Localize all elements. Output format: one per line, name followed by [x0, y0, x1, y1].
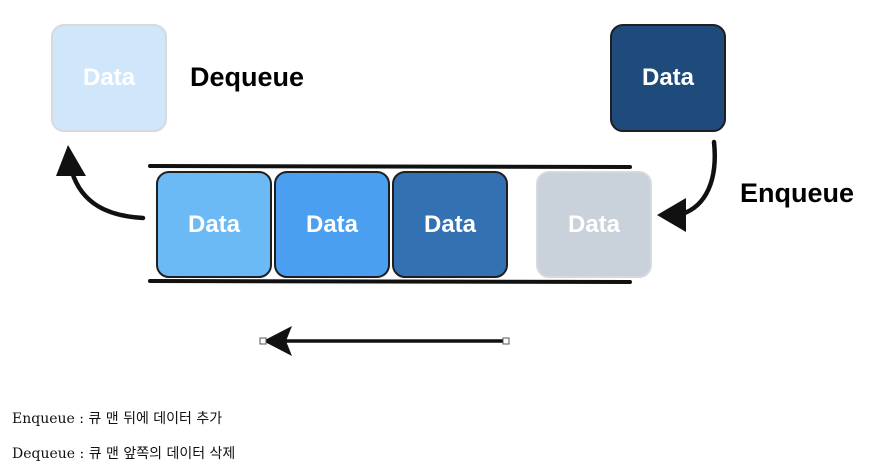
incoming-data-box: Data	[610, 24, 726, 132]
enqueue-title: Enqueue	[740, 178, 855, 208]
enqueue-arrow	[679, 139, 717, 217]
queue-bottom-rail	[148, 279, 632, 284]
queue-item-2: Data	[274, 171, 390, 278]
direction-arrowhead	[263, 326, 292, 356]
queue-item-4-incoming: Data	[536, 171, 652, 278]
incoming-data-label: Data	[641, 64, 695, 91]
dequeue-arrow	[69, 169, 146, 221]
dequeue-arrowhead	[56, 145, 86, 176]
queue-top-rail	[148, 164, 632, 169]
dequeued-data-label: Data	[82, 64, 136, 91]
queue-item-label: Data	[305, 210, 359, 238]
caption-enqueue: Enqueue : 큐 맨 뒤에 데이터 추가	[12, 411, 223, 427]
direction-arrow-start-handle	[259, 337, 267, 345]
queue-item-label: Data	[187, 210, 241, 238]
direction-arrow-end-handle	[502, 337, 510, 345]
queue-item-label: Data	[423, 210, 477, 238]
queue-item-1: Data	[156, 171, 272, 278]
caption-dequeue: Dequeue : 큐 맨 앞쪽의 데이터 삭제	[12, 446, 236, 462]
dequeued-data-box: Data	[51, 24, 167, 132]
enqueue-arrowhead	[657, 198, 686, 232]
dequeue-title: Dequeue	[190, 62, 305, 92]
queue-item-3: Data	[392, 171, 508, 278]
queue-item-label: Data	[567, 210, 621, 238]
